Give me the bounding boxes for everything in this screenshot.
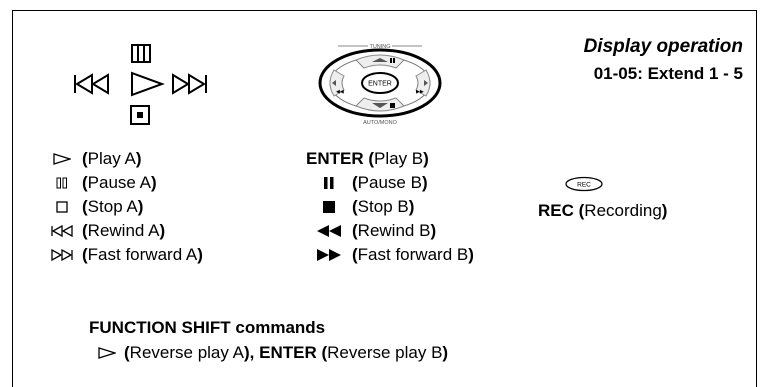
stop-solid-icon xyxy=(306,201,352,213)
enter-button[interactable]: ENTER xyxy=(361,72,399,94)
play-outline-icon xyxy=(42,153,82,165)
function-shift-title: FUNCTION SHIFT commands xyxy=(89,318,326,337)
list-item: (Fast forward B) xyxy=(306,243,474,267)
list-item: (Stop A) xyxy=(42,195,203,219)
pause-solid-icon xyxy=(306,177,352,189)
page-frame xyxy=(12,10,757,387)
rec-key-label: REC xyxy=(538,201,574,220)
reverse-play-b-label: Reverse play B xyxy=(327,343,443,362)
pause-a-label: Pause A xyxy=(87,173,151,192)
function-shift-commands: (Reverse play A), ENTER (Reverse play B) xyxy=(98,343,448,363)
mid-command-list: ENTER (Play B) (Pause B) (Stop B) (Rewin… xyxy=(306,147,474,267)
left-command-list: (Play A) (Pause A) (Stop A) (Rewind A) (… xyxy=(42,147,203,267)
display-operation-subtitle: 01-05: Extend 1 - 5 xyxy=(593,64,743,83)
pause-b-label: Pause B xyxy=(357,173,422,192)
stop-b-label: Stop B xyxy=(357,197,409,216)
enter-label: ENTER xyxy=(368,81,392,88)
fast-forward-outline-icon xyxy=(42,249,82,261)
tuning-label: TUNING xyxy=(369,44,390,50)
stop-a-label: Stop A xyxy=(87,197,138,216)
rec-recording-label: REC (Recording) xyxy=(538,201,668,220)
display-operation-title: Display operation xyxy=(583,36,743,57)
rewind-outline-icon xyxy=(42,225,82,237)
rewind-a-label: Rewind A xyxy=(87,221,160,240)
svg-text:◀◀: ◀◀ xyxy=(336,89,344,95)
rec-button-icon: REC xyxy=(565,176,603,192)
stop-outline-icon xyxy=(130,105,150,125)
rewind-b-label: Rewind B xyxy=(357,221,431,240)
list-item: (Stop B) xyxy=(306,195,474,219)
svg-text:▶▶: ▶▶ xyxy=(416,89,424,95)
list-item: (Fast forward A) xyxy=(42,243,203,267)
fast-forward-a-label: Fast forward A xyxy=(87,245,198,264)
recording-label: Recording xyxy=(584,201,662,220)
pause-outline-icon xyxy=(131,44,151,63)
transport-icons xyxy=(74,44,207,125)
play-outline-icon xyxy=(131,71,165,97)
play-outline-icon xyxy=(98,347,116,359)
list-item: (Play A) xyxy=(42,147,203,171)
stop-outline-icon xyxy=(42,201,82,213)
fast-forward-outline-icon xyxy=(172,73,207,95)
enter-key-label: ENTER xyxy=(306,149,364,168)
rewind-solid-icon xyxy=(306,225,352,237)
rec-icon-text: REC xyxy=(577,182,591,189)
play-a-label: Play A xyxy=(87,149,136,168)
reverse-play-a-label: Reverse play A xyxy=(129,343,245,362)
list-item: ENTER (Play B) xyxy=(306,147,474,171)
fast-forward-solid-icon xyxy=(306,249,352,261)
auto-mono-label: AUTO/MONO xyxy=(363,120,398,126)
list-item: (Pause B) xyxy=(306,171,474,195)
list-item: (Rewind A) xyxy=(42,219,203,243)
play-b-label: Play B xyxy=(374,149,424,168)
rewind-outline-icon xyxy=(74,73,109,95)
list-item: (Rewind B) xyxy=(306,219,474,243)
list-item: (Pause A) xyxy=(42,171,203,195)
pause-outline-icon xyxy=(42,177,82,189)
remote-control-diagram: TUNING ◀◀ ▶▶ ENTER AUTO/MONO xyxy=(318,44,442,126)
enter-key-label: ENTER xyxy=(259,343,317,362)
fast-forward-b-label: Fast forward B xyxy=(357,245,469,264)
